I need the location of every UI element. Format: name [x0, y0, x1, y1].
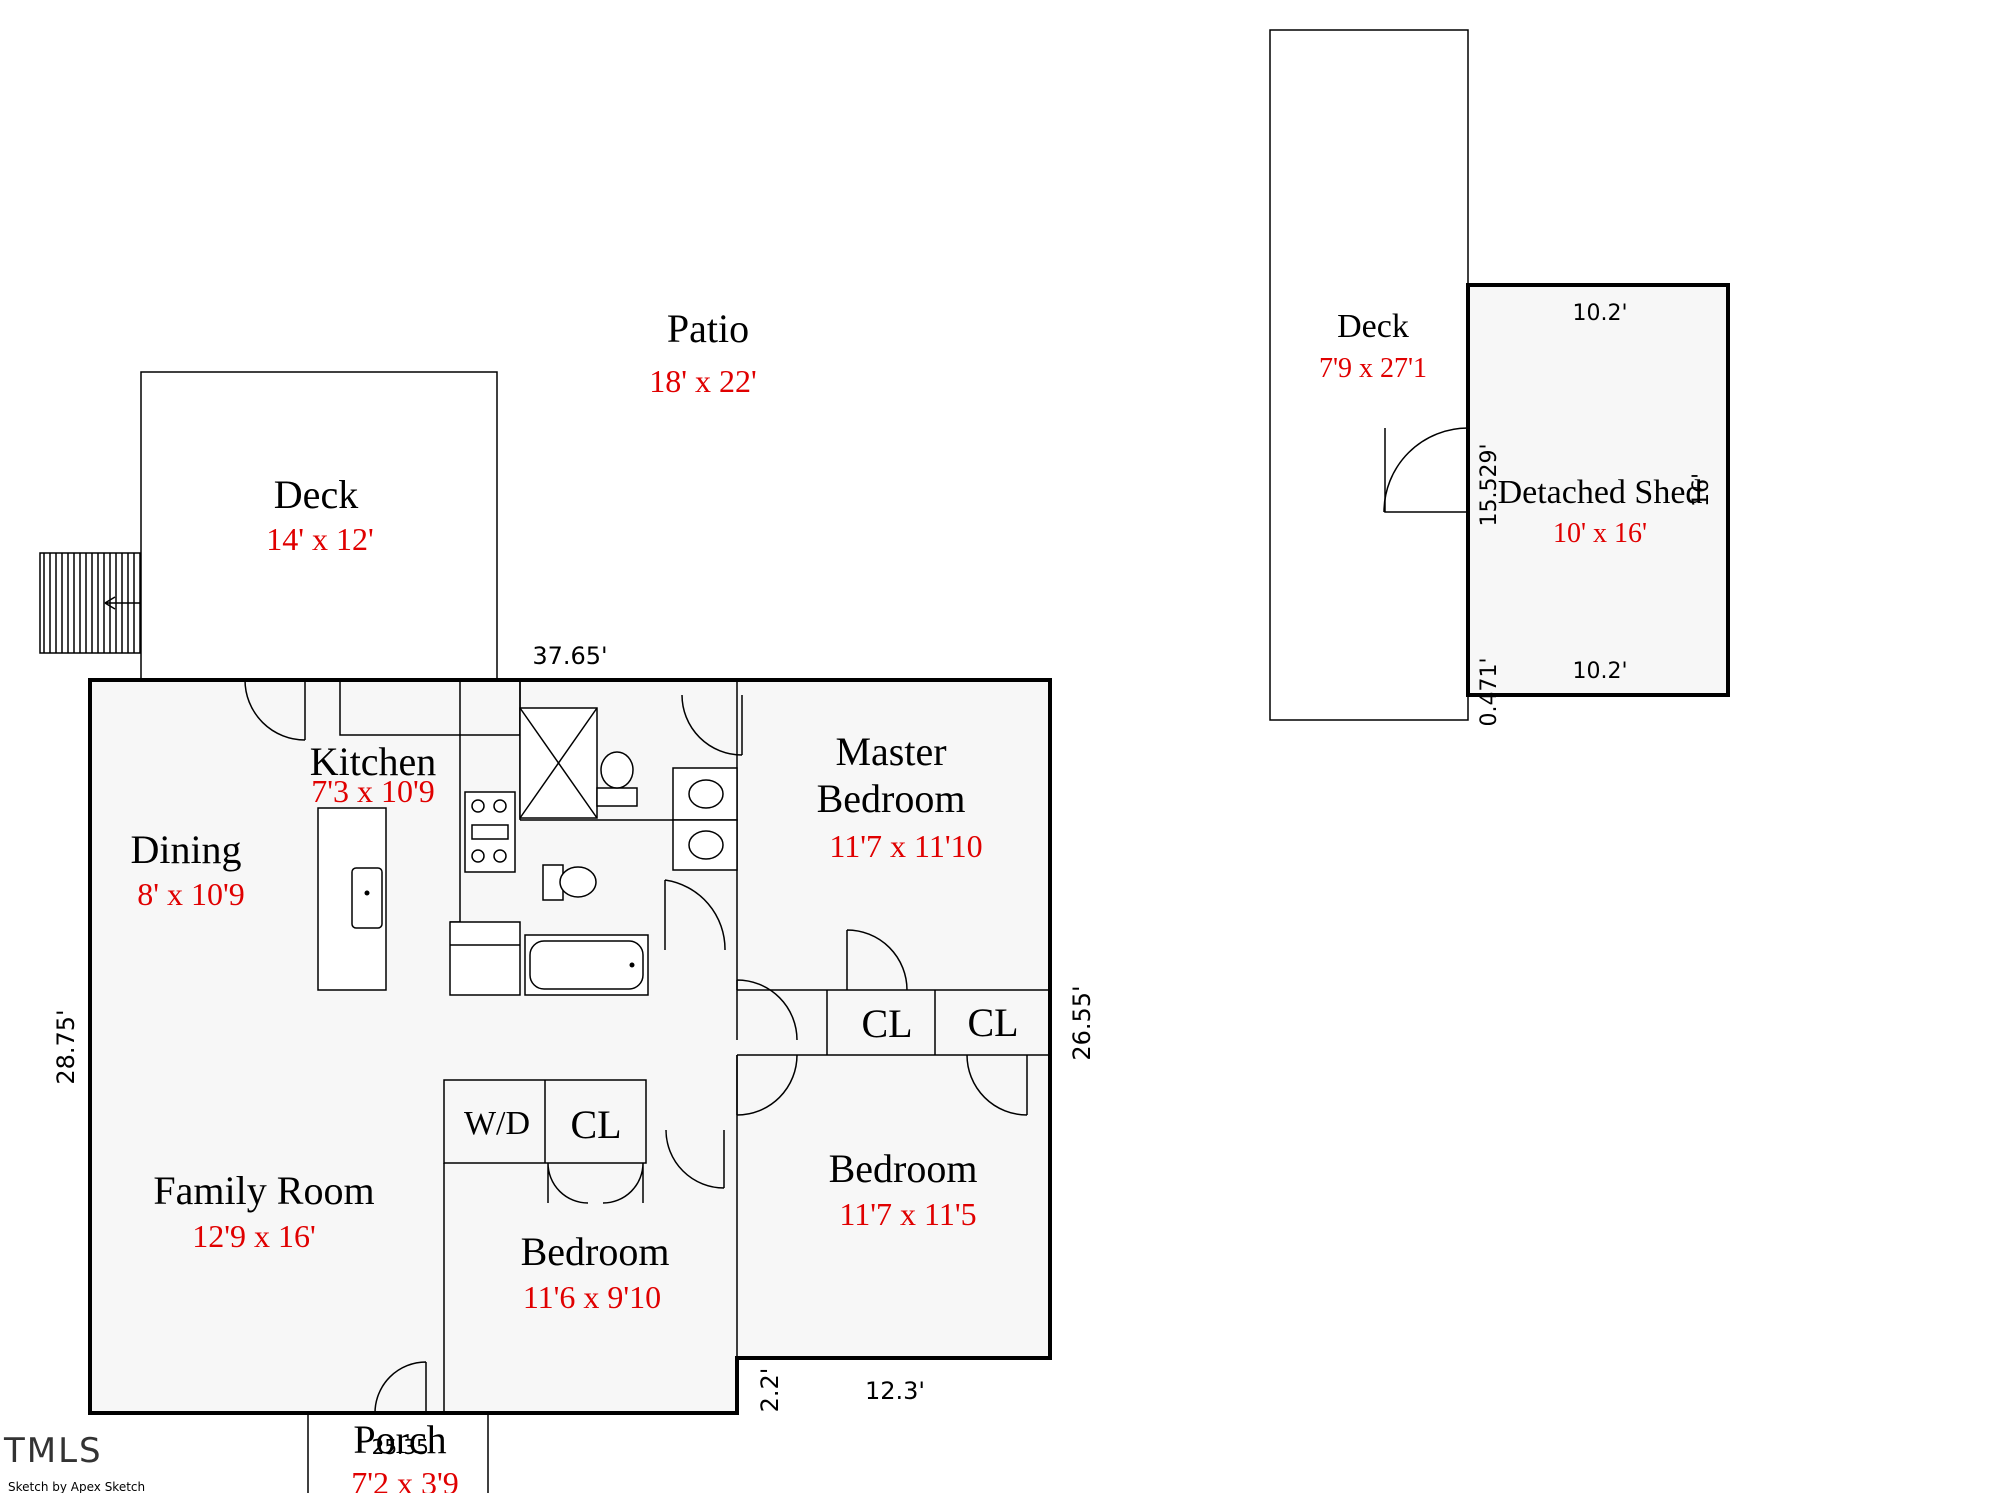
deck-name: Deck [274, 472, 358, 517]
measure-bottom-width: 12.3' [865, 1377, 925, 1405]
shed-dims: 10' x 16' [1553, 518, 1647, 549]
door-swings [244, 679, 1028, 1414]
master-name-line1: Master [835, 729, 946, 774]
measure-top-width: 37.65' [532, 642, 607, 670]
closet-b-label: CL [967, 1000, 1018, 1045]
vanity-sink-icon [672, 767, 738, 871]
measure-shed-top: 10.2' [1572, 301, 1627, 326]
measure-left-height: 28.75' [52, 1009, 80, 1084]
bedroom3-dims: 11'7 x 11'5 [839, 1196, 976, 1232]
refrigerator-icon [449, 921, 521, 996]
measure-bottom-step: 2.2' [756, 1368, 784, 1413]
closet-c-label: CL [570, 1102, 621, 1147]
kitchen-name: Kitchen [310, 739, 437, 784]
porch-dims: 7'2 x 3'9 [351, 1465, 459, 1493]
porch-name: Porch [353, 1417, 446, 1462]
bathtub-icon [524, 934, 649, 996]
measure-shed-offset: 0.471' [1477, 657, 1502, 726]
stove-icon [464, 791, 516, 873]
toilet-icon [596, 751, 638, 807]
porch-outline [307, 1412, 489, 1493]
master-dims: 11'7 x 11'10 [829, 828, 982, 864]
laundry-label: W/D [464, 1105, 530, 1142]
sketch-credit: Sketch by Apex Sketch [8, 1480, 145, 1493]
main-deck-outline [140, 371, 498, 680]
family-room-dims: 12'9 x 16' [192, 1218, 316, 1254]
kitchen-dims: 7'3 x 10'9 [311, 773, 435, 809]
shed-deck-name: Deck [1337, 308, 1409, 345]
measure-shed-bottom: 10.2' [1572, 659, 1627, 684]
measure-right-height: 26.55' [1068, 985, 1096, 1060]
detached-shed-outline [1466, 283, 1730, 697]
bedroom3-name: Bedroom [829, 1146, 978, 1191]
shed-name: Detached Shed [1498, 474, 1703, 511]
tmls-logo: TMLS [3, 1431, 103, 1471]
bedroom2-name: Bedroom [521, 1229, 670, 1274]
shed-deck-dims: 7'9 x 27'1 [1319, 353, 1427, 384]
deck-stairs [39, 552, 141, 654]
toilet-icon [542, 864, 597, 901]
bedroom2-dims: 11'6 x 9'10 [523, 1279, 661, 1315]
kitchen-island [317, 807, 387, 991]
deck-dims: 14' x 12' [266, 521, 374, 557]
dining-dims: 8' x 10'9 [137, 876, 245, 912]
measure-shed-right: 16' [1689, 473, 1714, 507]
shed-door-arc [1383, 427, 1469, 513]
dining-name: Dining [130, 827, 241, 872]
patio-name: Patio [667, 306, 749, 351]
master-name-line2: Bedroom [817, 776, 966, 821]
family-room-name: Family Room [153, 1168, 374, 1213]
shower-icon [519, 707, 598, 819]
closet-a-label: CL [861, 1001, 912, 1046]
measure-porch-overlap: 25.35' [372, 1435, 435, 1459]
patio-dims: 18' x 22' [649, 363, 757, 399]
shed-door-swing [1384, 428, 1470, 513]
measure-shed-left: 15.529' [1477, 443, 1502, 526]
